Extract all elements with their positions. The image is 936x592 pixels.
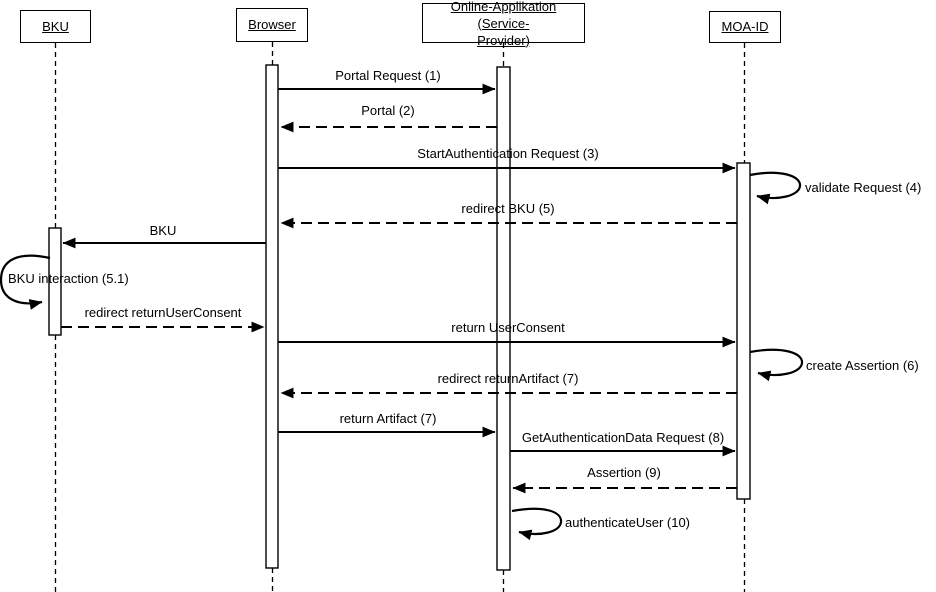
loop-bku-interaction	[0, 254, 51, 310]
message-label-portal-request: Portal Request (1)	[335, 68, 441, 83]
actor-box-moa-id: MOA-ID	[709, 11, 781, 43]
loop-authenticate-user	[511, 507, 563, 541]
loop-validate-request	[749, 171, 802, 205]
message-label-authenticateuser: authenticateUser (10)	[565, 515, 691, 530]
actor-label-moa-id: MOA-ID	[721, 19, 769, 34]
message-label-assertion: Assertion (9)	[587, 465, 661, 480]
message-label-redirect-returnartifact: redirect returnArtifact (7)	[437, 371, 579, 386]
message-label-bku: BKU	[149, 223, 177, 238]
online-app-activation-bar	[496, 66, 511, 571]
message-label-return-userconsent: return UserConsent	[451, 320, 565, 335]
message-label-startauthentication: StartAuthentication Request (3)	[417, 146, 599, 161]
moa-id-activation-bar	[736, 162, 751, 500]
actor-box-browser: Browser	[236, 8, 308, 42]
message-label-portal: Portal (2)	[361, 103, 415, 118]
actor-box-online-app: Online-Applikation (Service- Provider)	[422, 0, 585, 48]
actor-label-browser: Browser	[248, 17, 296, 32]
actor-box-bku: BKU	[20, 10, 91, 43]
actor-label-bku: BKU	[42, 18, 69, 34]
message-label-create-assertion: create Assertion (6)	[806, 358, 919, 373]
bku-activation-bar	[48, 227, 62, 336]
message-label-redirect-bku: redirect BKU (5)	[461, 201, 555, 216]
loop-create-assertion	[749, 348, 804, 382]
message-label-getauthenticationdata: GetAuthenticationData Request (8)	[521, 430, 725, 445]
message-label-redirect-userconsent: redirect returnUserConsent	[84, 305, 242, 320]
message-label-bku-interaction: BKU interaction (5.1)	[8, 271, 129, 286]
message-label-return-artifact: return Artifact (7)	[339, 411, 437, 426]
actor-label-online-app-line2: Provider)	[477, 32, 530, 48]
message-label-validate-request: validate Request (4)	[805, 180, 922, 195]
browser-activation-bar	[265, 64, 279, 569]
actor-label-online-app-line1: Online-Applikation (Service-	[450, 0, 557, 31]
